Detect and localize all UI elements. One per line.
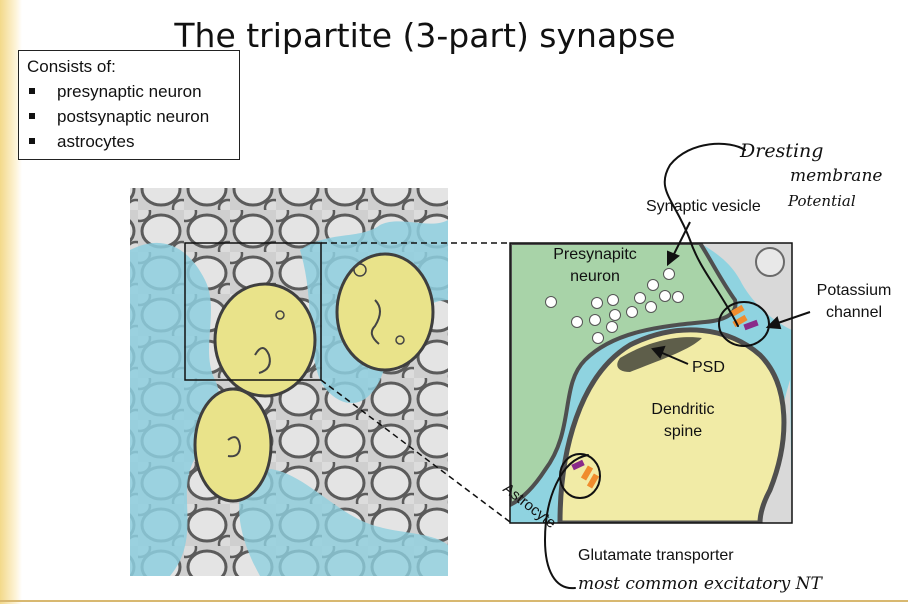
presynaptic-neuron-label: Presynapitc neuron bbox=[540, 246, 650, 286]
list-item-text: astrocytes bbox=[57, 132, 135, 151]
potassium-label-line2: channel bbox=[825, 304, 883, 321]
square-bullet-icon bbox=[29, 113, 35, 119]
presynaptic-label-line1: Presynapitc bbox=[553, 246, 637, 263]
slide-title: The tripartite (3-part) synapse bbox=[174, 16, 676, 55]
synapse-schematic bbox=[510, 243, 792, 523]
electron-micrograph bbox=[130, 188, 448, 576]
presynaptic-label-line2: neuron bbox=[570, 268, 620, 285]
component-list: presynaptic neuron postsynaptic neuron a… bbox=[27, 79, 231, 154]
consists-of-box: Consists of: presynaptic neuron postsyna… bbox=[18, 50, 240, 160]
list-item-text: presynaptic neuron bbox=[57, 82, 202, 101]
schematic-frame bbox=[509, 242, 793, 524]
slide-left-glow bbox=[0, 0, 22, 604]
potassium-channel-circle bbox=[718, 301, 770, 347]
synaptic-vesicle-label: Synaptic vesicle bbox=[646, 198, 761, 215]
dendritic-label-line1: Dendritic bbox=[651, 401, 715, 418]
potassium-channel-label: Potassium channel bbox=[804, 282, 904, 322]
list-item-text: postsynaptic neuron bbox=[57, 107, 210, 126]
handwritten-resting-line1: Dresting bbox=[740, 140, 824, 162]
handwritten-resting-line2: membrane bbox=[790, 166, 883, 186]
glutamate-transporter-label: Glutamate transporter bbox=[578, 547, 734, 564]
list-item: postsynaptic neuron bbox=[27, 104, 231, 129]
potassium-label-line1: Potassium bbox=[816, 282, 892, 299]
list-item: presynaptic neuron bbox=[27, 79, 231, 104]
handwritten-strokes bbox=[543, 142, 746, 590]
handwritten-resting-line3: Potential bbox=[788, 192, 856, 210]
annotation-arrows bbox=[651, 221, 811, 365]
bottom-rule bbox=[0, 600, 908, 602]
handwritten-excitatory-note: most common excitatory NT bbox=[578, 574, 822, 594]
psd-label: PSD bbox=[692, 359, 725, 376]
dendritic-label-line2: spine bbox=[663, 423, 703, 440]
dendritic-spine-label: Dendritic spine bbox=[628, 401, 738, 441]
square-bullet-icon bbox=[29, 138, 35, 144]
list-item: astrocytes bbox=[27, 129, 231, 154]
square-bullet-icon bbox=[29, 88, 35, 94]
consists-of-heading: Consists of: bbox=[27, 57, 116, 76]
zoom-box bbox=[184, 242, 322, 381]
